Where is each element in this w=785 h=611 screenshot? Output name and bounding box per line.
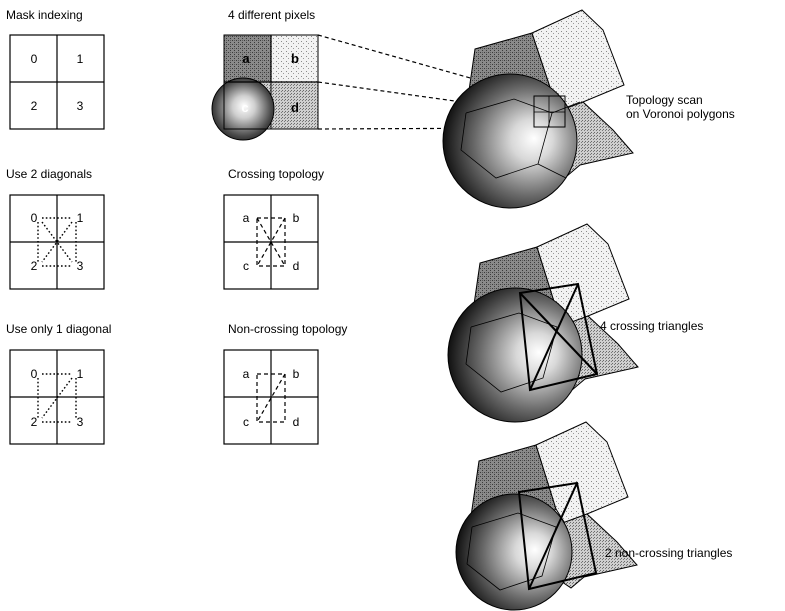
- cell-label-2: 2: [31, 415, 38, 429]
- cell-label-2: 2: [31, 259, 38, 273]
- label-scan-line2: on Voronoi polygons: [626, 107, 735, 121]
- cell-label-0: 0: [31, 52, 38, 66]
- cell-label-2: 2: [31, 99, 38, 113]
- cell-label-0: 0: [31, 367, 38, 381]
- sphere: [447, 287, 583, 423]
- four-pixels-grid: a b c d: [211, 34, 319, 141]
- dashed-non-crossing-edges: [256, 373, 286, 423]
- dashed-crossing-edges: [256, 217, 286, 267]
- mask-indexing-grid: 0 1 2 3: [9, 34, 105, 130]
- pixel-label-b: b: [291, 51, 299, 66]
- cell-label-1: 1: [77, 211, 84, 225]
- cell-label-3: 3: [77, 259, 84, 273]
- sphere: [442, 73, 578, 209]
- panel-title-non-crossing: Non-crossing topology: [228, 322, 347, 336]
- cell-label-d: d: [293, 259, 300, 273]
- pixel-label-a: a: [242, 51, 250, 66]
- two-diagonals-grid: 0 1 2 3: [9, 194, 105, 290]
- cell-label-b: b: [293, 211, 300, 225]
- panel-title-crossing: Crossing topology: [228, 167, 324, 181]
- cell-label-3: 3: [77, 99, 84, 113]
- panel-title-one-diagonal: Use only 1 diagonal: [6, 322, 111, 336]
- cell-label-1: 1: [77, 52, 84, 66]
- sphere: [455, 493, 573, 611]
- projection-lines: [317, 34, 535, 130]
- cell-label-a: a: [243, 367, 250, 381]
- crossing-topology-grid: a b c d: [223, 194, 319, 290]
- voronoi-scan-illustration: [442, 9, 634, 209]
- cell-label-b: b: [293, 367, 300, 381]
- pixel-label-d: d: [291, 100, 299, 115]
- cell-label-0: 0: [31, 211, 38, 225]
- dotted-connections: [37, 373, 77, 423]
- cell-label-c: c: [243, 259, 249, 273]
- cell-label-c: c: [243, 415, 249, 429]
- non-crossing-triangles-illustration: [455, 421, 638, 611]
- voronoi-edges: [465, 312, 558, 393]
- cell-label-3: 3: [77, 415, 84, 429]
- one-diagonal-grid: 0 1 2 3: [9, 349, 105, 445]
- cell-label-d: d: [293, 415, 300, 429]
- scan-window: [533, 95, 566, 128]
- label-non-crossing-triangles: 2 non-crossing triangles: [605, 546, 732, 560]
- panel-title-four-pixels: 4 different pixels: [228, 8, 315, 22]
- cell-label-1: 1: [77, 367, 84, 381]
- dotted-connections: [37, 217, 77, 267]
- label-crossing-triangles: 4 crossing triangles: [600, 319, 703, 333]
- non-crossing-triangles: [517, 481, 598, 591]
- panel-title-mask-indexing: Mask indexing: [6, 8, 83, 22]
- voronoi-edges: [466, 512, 557, 591]
- pixel-label-c: c: [241, 100, 248, 115]
- crossing-triangles-illustration: [447, 223, 639, 423]
- voronoi-cell-light: [535, 421, 629, 526]
- small-sphere: [211, 77, 275, 141]
- crossing-triangles: [518, 282, 599, 392]
- label-scan-line1: Topology scan: [626, 93, 703, 107]
- panel-title-two-diagonals: Use 2 diagonals: [6, 167, 92, 181]
- non-crossing-topology-grid: a b c d: [223, 349, 319, 445]
- cell-label-a: a: [243, 211, 250, 225]
